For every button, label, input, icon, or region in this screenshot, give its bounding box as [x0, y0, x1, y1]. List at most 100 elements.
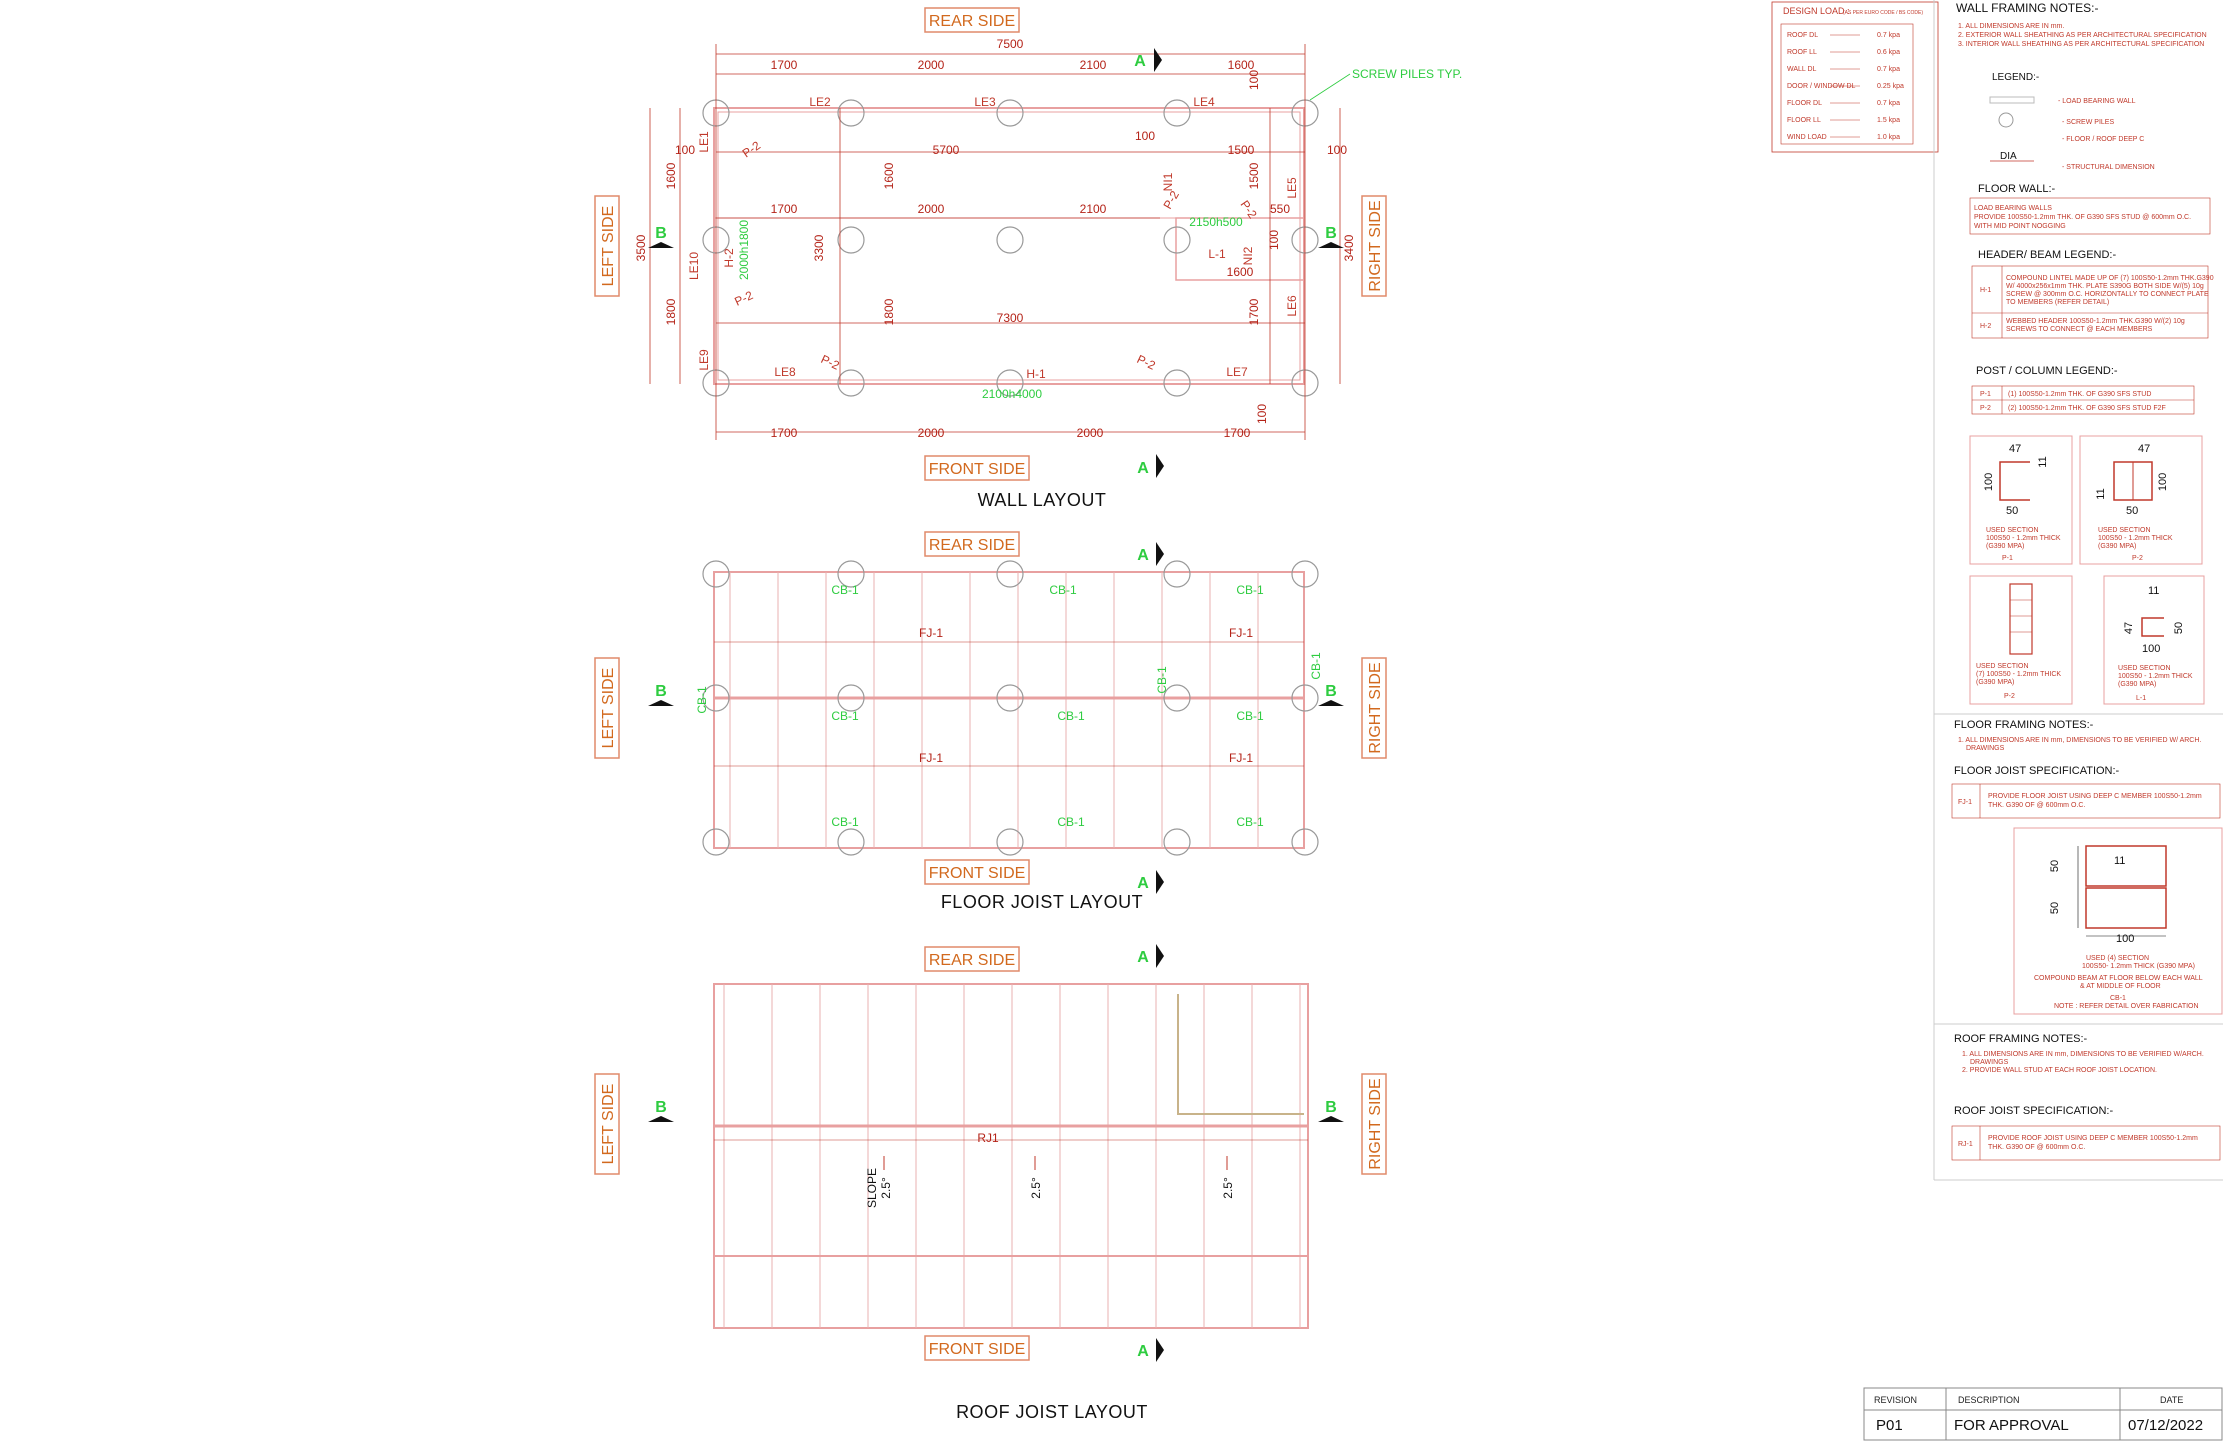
roof-rear-box	[924, 946, 1020, 972]
floor-spec-id: FJ-1	[1958, 799, 1972, 806]
dim-bot-1: 1700	[771, 426, 798, 440]
roof-outline	[713, 983, 1309, 1329]
cb-label-6: CB-1	[1236, 709, 1264, 723]
dim-left-1600: 1600	[664, 162, 678, 189]
p1-dim-100: 100	[1983, 473, 1995, 491]
design-load-value: 1.5 kpa	[1877, 117, 1900, 124]
p1-tag: P-1	[2002, 555, 2013, 562]
dim-right-overall: 3400	[1342, 234, 1356, 261]
design-load-subtitle: (AS PER EURO CODE / BS CODE)	[1843, 10, 1923, 16]
dim-100-f: 100	[1255, 404, 1269, 424]
dim-100-b: 100	[1327, 143, 1347, 157]
dim-bot-3: 2000	[1077, 426, 1104, 440]
cb-line-3: COMPOUND BEAM AT FLOOR BELOW EACH WALL	[2034, 975, 2203, 982]
design-load-value: 0.6 kpa	[1877, 49, 1900, 56]
floor-joist-layout: CB-1 CB-1 CB-1 CB-1 CB-1 CB-1 CB-1 CB-1 …	[594, 531, 1387, 912]
cb-label-11: CB-1	[1155, 666, 1169, 694]
floor-wall-line-2: PROVIDE 100S50-1.2mm THK. OF G390 SFS ST…	[1974, 214, 2191, 221]
dim-top-2: 2000	[918, 58, 945, 72]
l1-dim-50: 50	[2173, 622, 2185, 634]
floor-piles	[702, 560, 1319, 856]
description-value: FOR APPROVAL	[1954, 1417, 2069, 1434]
l1-tag: L-1	[2136, 695, 2146, 702]
floor-section-b-right: B	[1325, 683, 1337, 700]
legend-title: LEGEND:-	[1992, 72, 2039, 83]
front-label-box	[924, 455, 1030, 481]
roof-rear-label: REAR SIDE	[929, 952, 1015, 969]
slope-3: 2.5°	[1221, 1177, 1235, 1199]
roof-notes-title: ROOF FRAMING NOTES:-	[1954, 1033, 2088, 1045]
wall-le5: LE5	[1285, 177, 1299, 199]
roof-right-label: RIGHT SIDE	[1367, 1078, 1384, 1169]
floor-note-1: 1. ALL DIMENSIONS ARE IN mm, DIMENSIONS …	[1958, 737, 2201, 744]
legend-wall-swatch	[1989, 96, 2035, 104]
floor-arrow-b-left	[648, 700, 674, 706]
wall-le6: LE6	[1285, 295, 1299, 317]
screw-piles-note: SCREW PILES TYP.	[1352, 67, 1462, 81]
fj-label-3: FJ-1	[919, 751, 943, 765]
cb-dim-50-b: 50	[2049, 902, 2061, 914]
dim-inner-top: 5700	[933, 143, 960, 157]
fj-label-2: FJ-1	[1229, 626, 1253, 640]
dim-100-d: 100	[1247, 70, 1261, 90]
header-h2-line-1: WEBBED HEADER 100S50-1.2mm THK.G390 W/(2…	[2006, 318, 2185, 325]
l1-dim-47: 47	[2123, 622, 2135, 634]
section-detail-p1: 47 100 11 50 USED SECTION 100S50 - 1.2mm…	[1969, 435, 2073, 565]
floor-notes-title: FLOOR FRAMING NOTES:-	[1954, 719, 2094, 731]
cb-label-5: CB-1	[1057, 709, 1085, 723]
p3-line-1: USED SECTION	[1976, 663, 2029, 670]
floor-section-b-left: B	[655, 683, 667, 700]
section-detail-p3: USED SECTION (7) 100S50 - 1.2mm THICK (G…	[1969, 575, 2073, 705]
floor-wall-line-3: WITH MID POINT NOGGING	[1974, 223, 2066, 230]
floor-joists	[729, 572, 1259, 848]
wall-note-1: 1. ALL DIMENSIONS ARE IN mm.	[1958, 23, 2064, 30]
wall-le8: LE8	[774, 365, 796, 379]
dim-1500-b: 1500	[1247, 162, 1261, 189]
dim-bot-4: 1700	[1224, 426, 1251, 440]
wall-ni1: NI1	[1161, 172, 1175, 191]
slope-2: 2.5°	[1029, 1177, 1043, 1199]
cb-detail: 50 50 11 100 USED (4) SECTION 100S50- 1.…	[2013, 827, 2223, 1015]
dim-mid-3: 2100	[1080, 202, 1107, 216]
post-p2-a: P-2	[740, 138, 764, 160]
design-load-value: 0.7 kpa	[1877, 32, 1900, 39]
cb-line-4: & AT MIDDLE OF FLOOR	[2080, 983, 2161, 990]
cb-line-2: 100S50- 1.2mm THICK (G390 MPA)	[2082, 963, 2195, 970]
roof-spec-box	[1951, 1125, 2221, 1161]
roof-section-a-top: A	[1137, 949, 1149, 966]
floor-arrow-b-right	[1318, 700, 1344, 706]
floor-left-box	[594, 657, 620, 759]
p2-dim-47: 47	[2138, 443, 2150, 455]
post-p2-d: P-2	[1135, 352, 1158, 373]
p2-line-2: 100S50 - 1.2mm THICK	[2098, 535, 2173, 542]
revision-table: REVISION DESCRIPTION DATE P01 FOR APPROV…	[1863, 1387, 2223, 1441]
floor-right-label: RIGHT SIDE	[1367, 662, 1384, 753]
section-detail-p2: 47 100 11 50 USED SECTION 100S50 - 1.2mm…	[2079, 435, 2203, 565]
wall-le9: LE9	[697, 349, 711, 371]
design-load-label: ROOF LL	[1787, 49, 1817, 56]
p1-dim-47: 47	[2009, 443, 2021, 455]
legend-item-2: - SCREW PILES	[2062, 119, 2114, 126]
floor-spec-title: FLOOR JOIST SPECIFICATION:-	[1954, 765, 2120, 777]
design-load-label: ROOF DL	[1787, 32, 1818, 39]
roof-section-a-bottom: A	[1137, 1343, 1149, 1360]
p3-tag: P-2	[2004, 693, 2015, 700]
dim-top-3: 2100	[1080, 58, 1107, 72]
p2-dim-100: 100	[2157, 473, 2169, 491]
section-b-right: B	[1325, 225, 1337, 242]
section-arrow-a-top	[1154, 48, 1162, 72]
floor-front-box	[924, 859, 1030, 885]
rear-side-label: REAR SIDE	[929, 13, 1015, 30]
dim-100-e: 100	[1267, 230, 1281, 250]
header-h1-line-3: SCREW @ 300mm O.C. HORIZONTALLY TO CONNE…	[2006, 291, 2209, 298]
design-load-label: FLOOR LL	[1787, 117, 1821, 124]
wall-layout-title: WALL LAYOUT	[978, 490, 1107, 510]
front-side-label: FRONT SIDE	[929, 461, 1026, 478]
header-h1-line-2: W/ 4000x256x1mm THK. PLATE S390G BOTH SI…	[2006, 283, 2204, 290]
legend-item-1: - LOAD BEARING WALL	[2058, 98, 2136, 105]
post-p2-b: P-2	[732, 288, 755, 309]
roof-note-3: 2. PROVIDE WALL STUD AT EACH ROOF JOIST …	[1962, 1067, 2157, 1074]
header-h1-id: H-1	[1980, 287, 1991, 294]
floor-rear-label: REAR SIDE	[929, 537, 1015, 554]
